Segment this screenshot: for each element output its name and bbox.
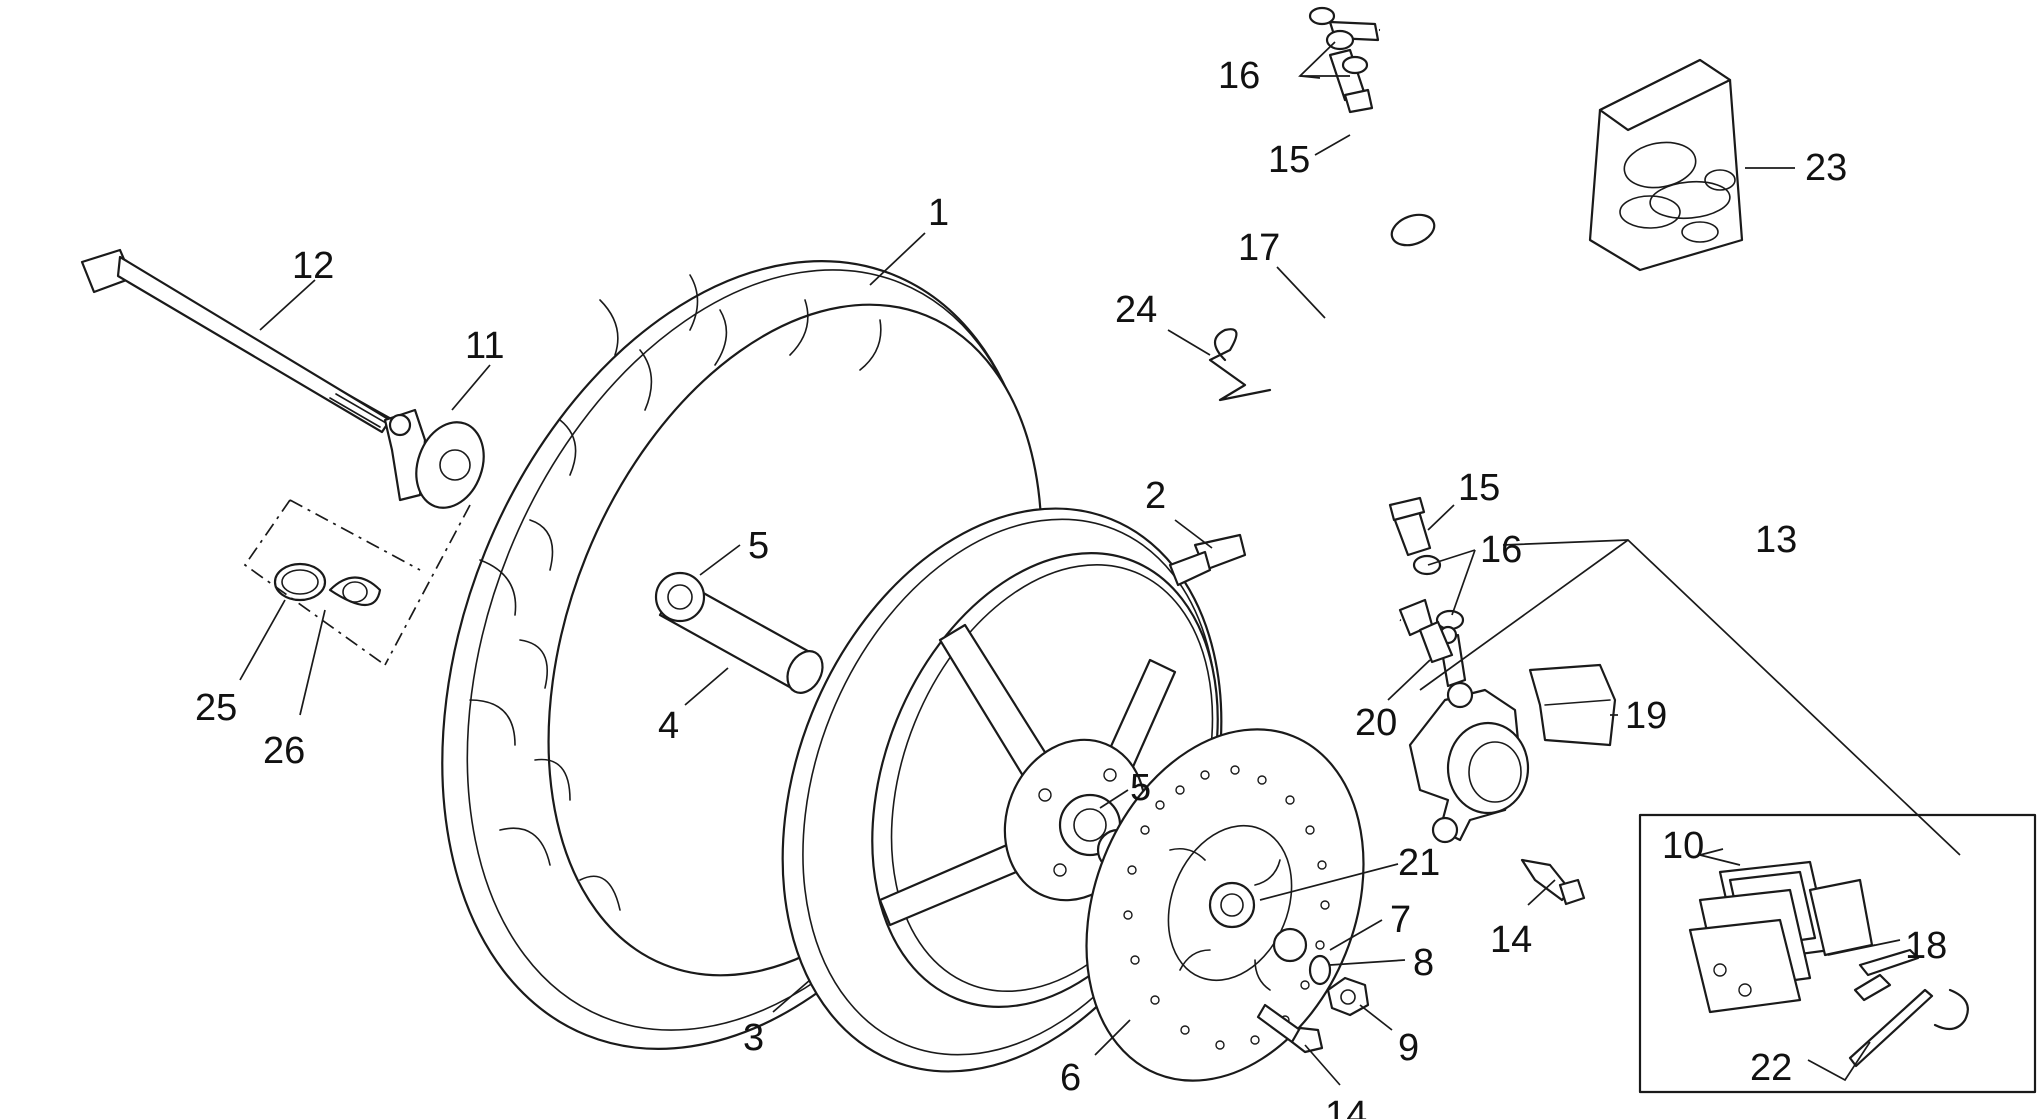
callout-2: 2 [1145,475,1166,517]
callout-24: 24 [1115,289,1157,331]
callout-25: 25 [195,687,237,729]
wheel-axle [80,248,392,434]
callout-13: 13 [1755,519,1797,561]
brake-hose [1258,20,1477,637]
hose-clip [1208,328,1272,402]
callout-22: 22 [1750,1047,1792,1089]
callout-numbers: 1 2 3 4 5 5 6 7 8 9 10 11 12 13 14 14 15… [195,55,1947,1119]
disc-nut [1326,976,1370,1017]
callout-15b: 15 [1458,467,1500,509]
callout-9: 9 [1398,1027,1419,1069]
brake-disc [1085,728,1365,1082]
brake-caliper [1408,681,1530,844]
callout-20: 20 [1355,702,1397,744]
callout-14a: 14 [1490,919,1532,961]
brake-pads [1688,860,1874,1014]
callout-7: 7 [1390,899,1411,941]
callout-21: 21 [1398,842,1440,884]
callout-10: 10 [1662,825,1704,867]
leader-lines [239,41,1961,1086]
banjo-washer-top [1308,6,1369,75]
callout-11: 11 [465,325,504,367]
banjo-bolt-top [1328,48,1374,114]
callout-18: 18 [1905,925,1947,967]
banjo-bolt-caliper [1388,496,1432,557]
speedometer-drive [383,408,485,509]
callout-15a: 15 [1268,139,1310,181]
callout-4: 4 [658,705,679,747]
callout-5a: 5 [748,525,769,567]
callout-19: 19 [1625,695,1667,737]
callout-16a: 16 [1218,55,1260,97]
dashed-outline [243,499,471,666]
caliper-mount-bolt [1520,858,1586,906]
washer [1308,954,1332,986]
callout-3: 3 [743,1017,764,1059]
callout-8: 8 [1413,942,1434,984]
caliper-bolt [1168,533,1247,587]
speedo-gasket-25 [273,562,327,602]
seal-kit-bag [1588,58,1744,272]
callout-26: 26 [263,730,305,772]
speedo-gasket-26 [328,576,382,606]
callout-5b: 5 [1130,767,1151,809]
callout-1: 1 [928,192,949,234]
callout-14b: 14 [1325,1094,1367,1119]
disc-bolt [1256,1003,1324,1054]
banjo-washer-caliper [1412,554,1465,631]
callout-6: 6 [1060,1057,1081,1099]
callout-17: 17 [1238,227,1280,269]
callout-16b: 16 [1480,529,1522,571]
axle-spacer [654,571,824,694]
bleed-cap [1418,620,1454,664]
callout-12: 12 [292,245,334,287]
pad-pin-kit [1848,948,1969,1068]
pad-spring [1528,663,1617,747]
callout-23: 23 [1805,147,1847,189]
